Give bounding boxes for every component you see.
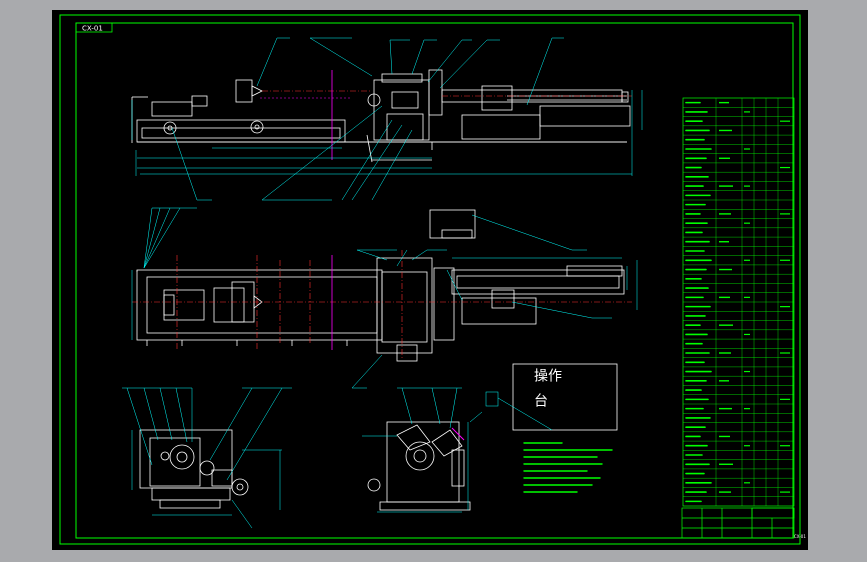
- side-view-a-dims: [131, 430, 282, 529]
- inner-frame: [75, 22, 794, 539]
- side-view-b-dims: [362, 422, 469, 513]
- panel-title-2: 台: [534, 394, 548, 410]
- panel-leader: [485, 391, 553, 431]
- technical-notes: [523, 442, 613, 493]
- parts-list-table: [682, 97, 795, 507]
- plan-centerlines: [132, 250, 632, 360]
- sheet-code: CX-01: [82, 25, 103, 33]
- plan-dimensions: [131, 257, 638, 340]
- cad-drawing: CX-01: [59, 14, 806, 545]
- plan-leaders: [143, 207, 612, 389]
- front-dimensions: [131, 90, 643, 176]
- drawing-number: CX-01: [794, 534, 806, 539]
- side-view-a: [139, 429, 249, 509]
- panel-title-1: 操作: [534, 369, 562, 385]
- side-view-b: [367, 421, 471, 511]
- front-leaders: [171, 37, 564, 201]
- front-elevation-view: [131, 69, 631, 163]
- outer-frame: [59, 14, 801, 545]
- title-block: [681, 507, 795, 539]
- side-view-a-leaders: [122, 387, 292, 481]
- cad-viewport[interactable]: CX-01: [52, 10, 808, 550]
- code-box: [75, 22, 113, 33]
- plan-view: [136, 209, 625, 362]
- operator-panel: 操作 台: [512, 363, 618, 431]
- side-view-b-leaders: [397, 387, 483, 429]
